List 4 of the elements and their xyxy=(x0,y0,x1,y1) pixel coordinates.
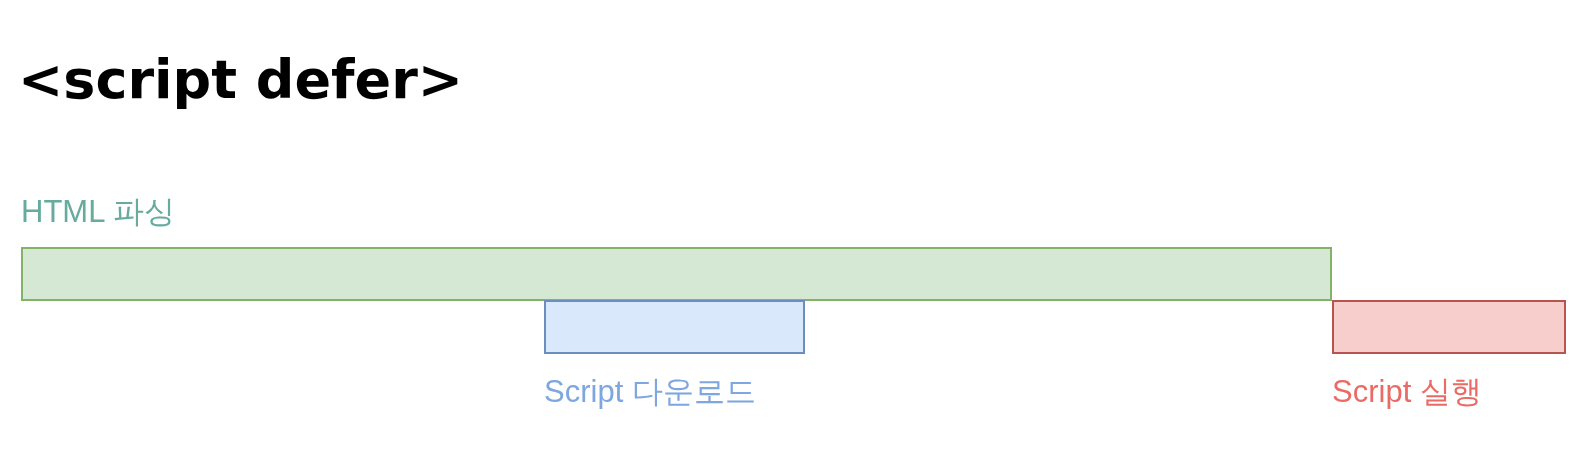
bar-label: Script 다운로드 xyxy=(544,376,756,408)
title: <script defer> xyxy=(18,50,464,110)
bar-label: HTML 파싱 xyxy=(21,196,175,228)
bar-label: Script 실행 xyxy=(1332,376,1482,408)
